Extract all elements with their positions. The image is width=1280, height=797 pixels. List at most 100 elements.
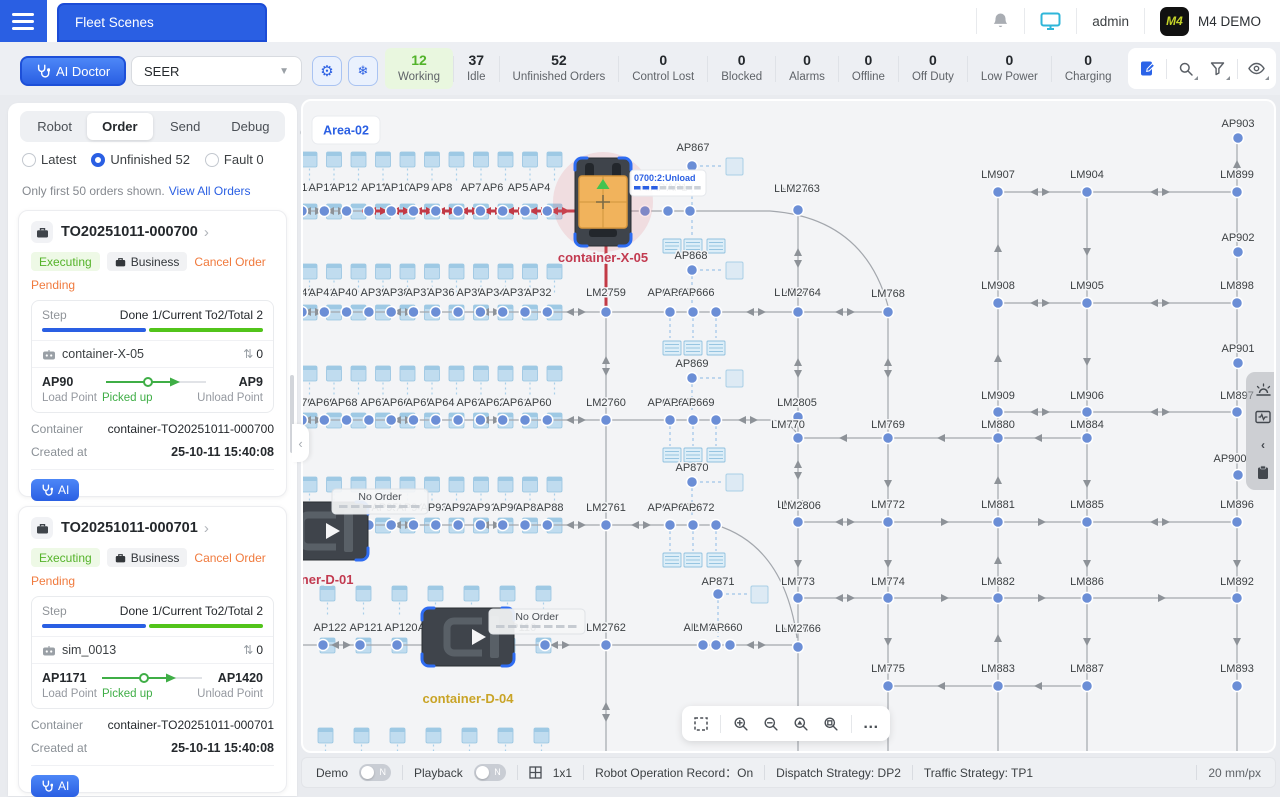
map-node[interactable]: [709, 413, 723, 427]
map-node[interactable]: [791, 203, 805, 217]
map-node[interactable]: [663, 518, 677, 532]
map-node[interactable]: [318, 305, 331, 319]
map-node[interactable]: [881, 431, 895, 445]
map-node[interactable]: [723, 638, 737, 652]
map-node[interactable]: [541, 413, 554, 427]
map-node[interactable]: [1230, 679, 1244, 693]
map-node[interactable]: [686, 305, 700, 319]
search-button[interactable]: [1174, 57, 1199, 81]
map-node[interactable]: [683, 204, 697, 218]
cancel-order-button[interactable]: Cancel Order: [194, 254, 266, 269]
map-node[interactable]: [451, 413, 465, 427]
map-node[interactable]: [340, 413, 353, 427]
tab-robot[interactable]: Robot: [37, 119, 72, 134]
tab-send[interactable]: Send: [169, 119, 201, 134]
map-node[interactable]: [663, 305, 677, 319]
zoom-fit-button[interactable]: [790, 713, 812, 735]
map-node[interactable]: [1080, 591, 1094, 605]
notifications-button[interactable]: [976, 8, 1024, 34]
map-node[interactable]: [991, 431, 1005, 445]
map-node[interactable]: [1231, 356, 1245, 370]
filter-radio-latest[interactable]: Latest: [22, 152, 76, 167]
map-node[interactable]: [318, 413, 331, 427]
map-node[interactable]: [599, 518, 613, 532]
map-node[interactable]: [686, 413, 700, 427]
map-node[interactable]: [991, 296, 1005, 310]
playback-toggle[interactable]: N: [473, 764, 506, 781]
map-node[interactable]: [303, 204, 309, 218]
map-node[interactable]: [474, 204, 487, 218]
map-node[interactable]: [318, 204, 331, 218]
map-node[interactable]: [791, 305, 805, 319]
map-node[interactable]: [709, 638, 723, 652]
map-node[interactable]: [881, 679, 895, 693]
hamburger-menu-icon[interactable]: [0, 0, 47, 42]
zoom-out-button[interactable]: [760, 713, 782, 735]
map-node[interactable]: [711, 587, 725, 601]
map-node[interactable]: [1231, 245, 1245, 259]
map-node[interactable]: [881, 515, 895, 529]
map-node[interactable]: [429, 518, 443, 532]
filter-radio-fault[interactable]: Fault 0: [204, 152, 264, 167]
map-node[interactable]: [685, 263, 699, 277]
monitor-button[interactable]: [1024, 8, 1076, 34]
robot-container-D-01[interactable]: [303, 500, 370, 562]
map-node[interactable]: [384, 518, 398, 532]
map-node[interactable]: [451, 518, 465, 532]
map-node[interactable]: [407, 204, 420, 218]
panel-collapse-handle[interactable]: ‹: [292, 424, 309, 462]
map-node[interactable]: [685, 371, 699, 385]
zoom-in-button[interactable]: [730, 713, 752, 735]
map-node[interactable]: [518, 305, 532, 319]
map-node[interactable]: [496, 518, 509, 532]
map-node[interactable]: [316, 638, 330, 652]
robot-container-X-05[interactable]: [553, 152, 653, 252]
map-node[interactable]: [474, 518, 487, 532]
map-node[interactable]: [362, 204, 376, 218]
map-node[interactable]: [496, 305, 509, 319]
tab-order[interactable]: Order: [87, 113, 153, 140]
map-node[interactable]: [991, 515, 1005, 529]
map-node[interactable]: [791, 410, 805, 424]
demo-toggle[interactable]: N: [359, 764, 392, 781]
grid-scale[interactable]: 1x1: [552, 765, 573, 780]
map-node[interactable]: [1230, 185, 1244, 199]
map-node[interactable]: [638, 204, 652, 218]
map-node[interactable]: [991, 185, 1005, 199]
map-node[interactable]: [1231, 468, 1245, 482]
map-node[interactable]: [518, 518, 532, 532]
map-node[interactable]: [599, 305, 613, 319]
map-node[interactable]: [791, 640, 805, 654]
map-node[interactable]: [1230, 296, 1244, 310]
map-node[interactable]: [384, 413, 398, 427]
freeze-button[interactable]: ❄: [348, 56, 378, 86]
alarm-siren-button[interactable]: [1253, 380, 1273, 400]
map-node[interactable]: [362, 305, 376, 319]
ai-diagnose-button[interactable]: AI: [31, 775, 80, 797]
map-node[interactable]: [429, 413, 443, 427]
map-node[interactable]: [991, 679, 1005, 693]
brand-area[interactable]: M4 M4 DEMO: [1143, 6, 1276, 36]
order-card[interactable]: TO20251011-000701 › Executing Business C…: [18, 506, 287, 797]
map-node[interactable]: [384, 204, 398, 218]
map-node[interactable]: [791, 515, 805, 529]
map-node[interactable]: [1231, 131, 1245, 145]
map-node[interactable]: [407, 413, 420, 427]
map-node[interactable]: [1080, 405, 1094, 419]
filter-radio-unfinished[interactable]: Unfinished 52: [91, 152, 190, 167]
map-node[interactable]: [541, 305, 554, 319]
tab-debug[interactable]: Debug: [231, 119, 270, 134]
user-menu[interactable]: admin: [1076, 8, 1144, 34]
map-node[interactable]: [1230, 515, 1244, 529]
map-node[interactable]: [599, 638, 613, 652]
view-all-orders-link[interactable]: View All Orders: [168, 184, 251, 198]
map-node[interactable]: [1080, 431, 1094, 445]
monitor-chart-button[interactable]: [1253, 407, 1273, 427]
ai-doctor-button[interactable]: AI Doctor: [20, 56, 127, 86]
